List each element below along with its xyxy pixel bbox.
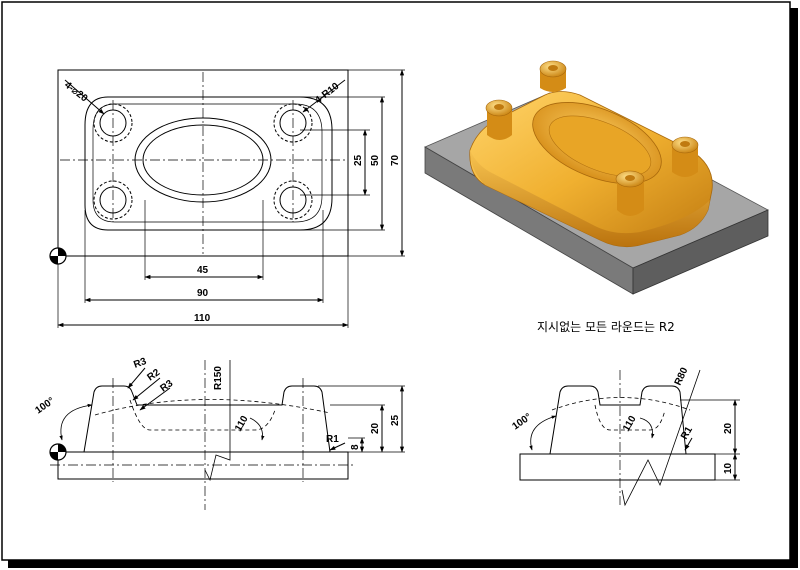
- sheet-border: [1, 1, 791, 561]
- r1-front: R1: [326, 434, 339, 445]
- side-base: [519, 453, 716, 481]
- general-note: 지시없는 모든 라운드는 R2: [537, 320, 675, 334]
- datum-symbol-front: [49, 443, 67, 461]
- top-view: [57, 69, 405, 328]
- r3-upper: R3: [132, 356, 148, 371]
- dim-25: 25: [353, 154, 364, 166]
- dim-20-side: 20: [723, 422, 734, 434]
- top-view-outline: [57, 69, 349, 257]
- dim-70: 70: [390, 154, 401, 166]
- dim-10-side: 10: [723, 462, 734, 474]
- side-section: [519, 369, 740, 507]
- r150: R150: [213, 366, 224, 390]
- dim-25-front: 25: [390, 414, 401, 426]
- dim-45: 45: [197, 265, 209, 276]
- side-profile: [549, 385, 687, 455]
- front-section: [50, 360, 405, 510]
- front-profile: [83, 385, 331, 453]
- datum-symbol-top: [49, 247, 67, 265]
- bosses-3d: [485, 60, 699, 216]
- dim-8-front: 8: [350, 444, 361, 450]
- front-base: [57, 451, 349, 480]
- isometric-view: [424, 60, 769, 295]
- dim-50: 50: [370, 154, 381, 166]
- base-side: [632, 209, 769, 295]
- dim-90: 90: [197, 288, 209, 299]
- dim-20-front: 20: [370, 422, 381, 434]
- dim-110: 110: [194, 313, 211, 324]
